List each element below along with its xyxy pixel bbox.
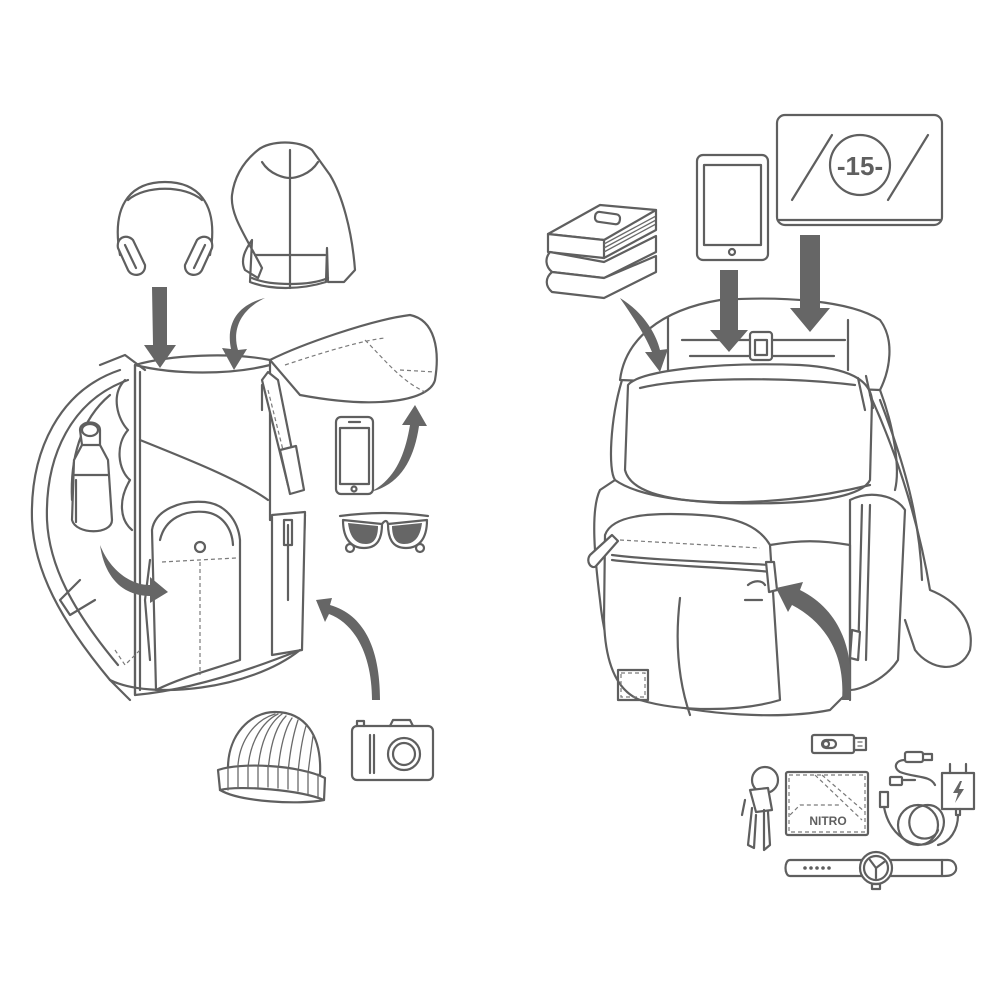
camera-icon xyxy=(350,718,435,782)
watch-icon xyxy=(784,850,958,891)
arrow-down-tablet xyxy=(710,270,748,352)
arrows-right xyxy=(620,235,851,700)
keys-icon xyxy=(740,765,780,852)
headphones-icon xyxy=(116,180,214,276)
charger-icon xyxy=(936,762,976,847)
wallet-brand-label: NITRO xyxy=(809,814,846,828)
cable-icon xyxy=(878,750,945,847)
wallet-icon: NITRO xyxy=(784,770,870,837)
bottle-icon xyxy=(70,421,114,533)
left-backpack xyxy=(30,353,307,702)
arrow-curve-camera xyxy=(316,598,380,700)
arrow-curve-phone xyxy=(370,405,427,492)
usb-stick-icon xyxy=(810,733,868,755)
arrow-curve-books xyxy=(620,298,668,372)
tablet-icon xyxy=(695,153,770,262)
laptop-icon: -15- xyxy=(775,113,944,227)
sunglasses-icon xyxy=(338,511,430,554)
arrow-down-headphones xyxy=(144,287,176,368)
arrow-down-laptop xyxy=(790,235,830,332)
laptop-size-label: -15- xyxy=(837,151,883,181)
backpack-lid xyxy=(268,313,438,404)
jacket-icon xyxy=(230,141,357,290)
right-backpack xyxy=(587,297,972,717)
arrow-curve-accessories xyxy=(776,582,851,700)
books-icon xyxy=(545,203,658,300)
arrow-curve-bottle xyxy=(100,545,168,603)
beanie-icon xyxy=(216,710,327,804)
arrows-left xyxy=(100,287,427,700)
phone-icon xyxy=(334,415,375,496)
arrow-curve-jacket xyxy=(222,298,265,370)
